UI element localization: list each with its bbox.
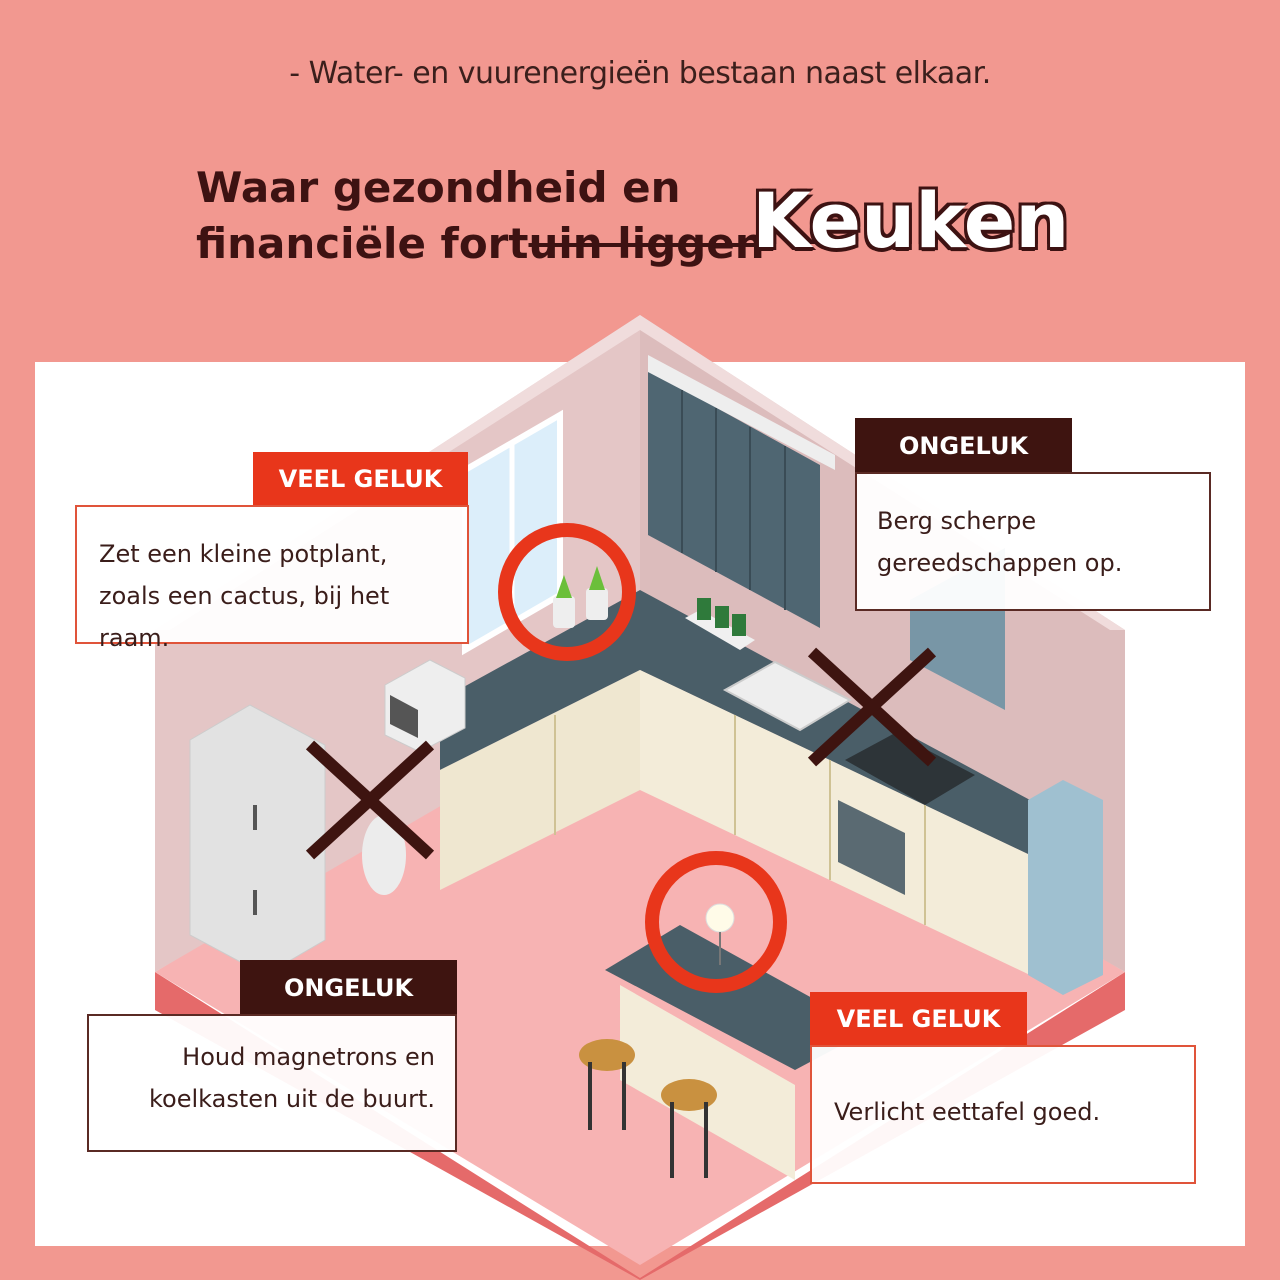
plant-pot-2 [586, 588, 608, 620]
lower-cabinets-left [440, 670, 640, 890]
island-front [620, 985, 795, 1180]
cross-mark-icon [305, 740, 435, 860]
oven [838, 800, 905, 895]
card-text: Zet een kleine potplant, zoals een cactu… [75, 505, 469, 652]
cooktop [845, 733, 975, 805]
table-lamp [705, 903, 735, 933]
lower-cabinets-right [640, 670, 1030, 975]
title-line-2-plain: financiële fort [196, 219, 529, 268]
fridge [189, 704, 326, 976]
title-line-2-strike: uin liggen [528, 219, 765, 268]
card-text: Berg scherpe gereedschappen op. [855, 472, 1211, 611]
circle-mark-icon [498, 523, 636, 661]
title-line-2: financiële fortuin liggen [196, 216, 765, 272]
trash-bin [362, 815, 406, 895]
card-text: Houd magnetrons en koelkasten uit de buu… [87, 1014, 457, 1152]
counter-left [440, 590, 640, 770]
stool-2 [661, 1079, 717, 1178]
title-line-1: Waar gezondheid en [196, 163, 681, 212]
sink [722, 660, 853, 732]
tag-veel-geluk: VEEL GELUK [810, 992, 1027, 1046]
tag-veel-geluk: VEEL GELUK [253, 452, 468, 506]
cross-mark-icon [807, 647, 937, 767]
page-title: Keuken [752, 176, 1070, 265]
circle-mark-icon [645, 851, 787, 993]
title-block: Waar gezondheid en financiële fortuin li… [196, 160, 765, 272]
card-text: Verlicht eettafel goed. [810, 1045, 1196, 1184]
tag-ongeluk: ONGELUK [240, 960, 457, 1016]
shelf-unit [1028, 780, 1103, 995]
stool-1 [579, 1039, 635, 1130]
upper-cabinets [648, 370, 820, 628]
tag-ongeluk: ONGELUK [855, 418, 1072, 474]
subtitle: - Water- en vuurenergieën bestaan naast … [289, 56, 991, 91]
plant-pot-1 [553, 596, 575, 628]
